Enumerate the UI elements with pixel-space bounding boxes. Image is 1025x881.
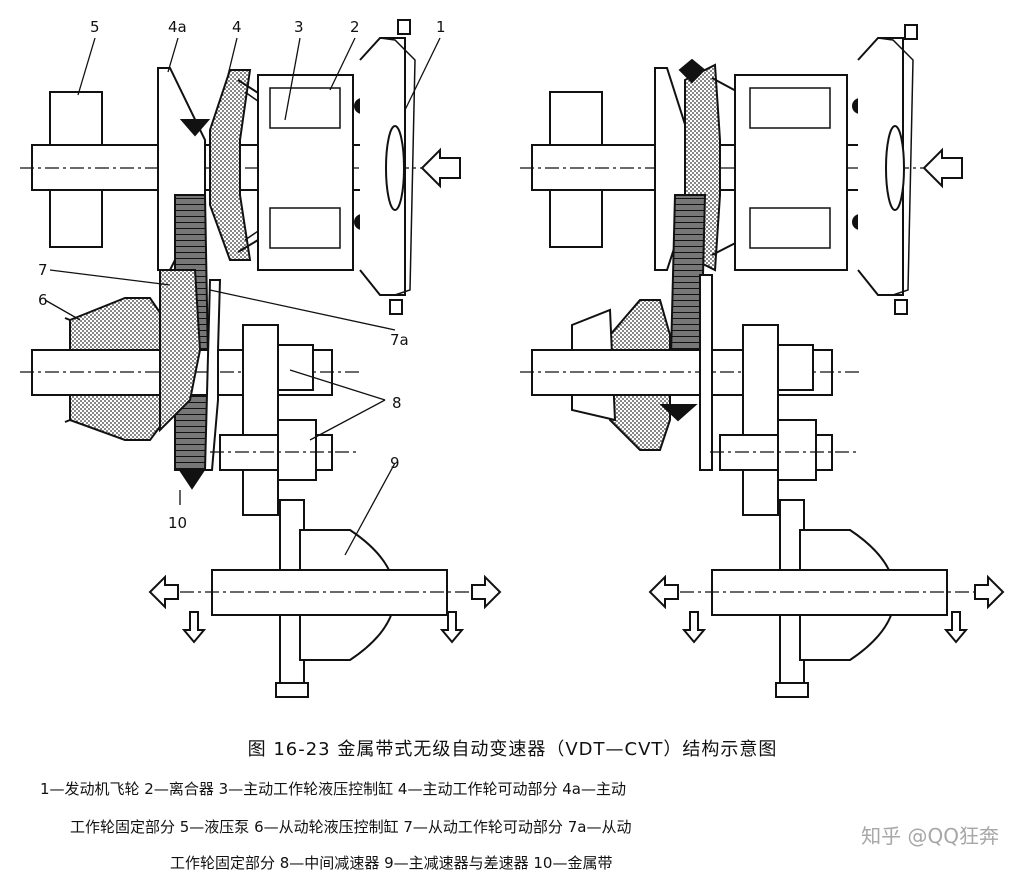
right-assembly (520, 24, 980, 698)
output-arrow-right-1 (648, 574, 679, 610)
label-3: 3 (294, 18, 304, 36)
input-arrow-left (420, 147, 461, 189)
label-8: 8 (392, 394, 402, 412)
label-6: 6 (38, 291, 48, 309)
secondary-fixed-7a (203, 279, 222, 471)
label-1: 1 (436, 18, 446, 36)
figure-caption: 图 16-23 金属带式无级自动变速器（VDT—CVT）结构示意图 (247, 739, 778, 760)
label-9: 9 (390, 454, 400, 472)
engine-flywheel-1 (359, 37, 406, 296)
output-arrow-left-2 (471, 574, 502, 610)
output-arrow-right-2 (974, 574, 1005, 610)
left-assembly (20, 19, 480, 698)
label-2: 2 (350, 18, 360, 36)
label-4a: 4a (168, 18, 187, 36)
secondary-movable-7 (159, 269, 202, 433)
output-arrow-left-1 (148, 574, 179, 610)
label-7: 7 (38, 261, 48, 279)
label-10: 10 (168, 514, 187, 532)
watermark: 知乎 @QQ狂奔 (861, 824, 999, 848)
legend-line-3: 工作轮固定部分 8—中间减速器 9—主减速器与差速器 10—金属带 (170, 854, 613, 872)
cvt-diagram: 5 4a 4 3 2 1 7 6 7a 8 9 10 (20, 18, 1005, 698)
label-4: 4 (232, 18, 242, 36)
intermediate-reducer-8 (242, 324, 279, 516)
label-7a: 7a (390, 331, 409, 349)
legend-line-2: 工作轮固定部分 5—液压泵 6—从动轮液压控制缸 7—从动工作轮可动部分 7a—… (70, 818, 632, 836)
label-5: 5 (90, 18, 100, 36)
primary-movable-half-4 (209, 69, 252, 261)
legend-line-1: 1—发动机飞轮 2—离合器 3—主动工作轮液压控制缸 4—主动工作轮可动部分 4… (40, 780, 626, 798)
input-arrow-right (922, 147, 963, 189)
